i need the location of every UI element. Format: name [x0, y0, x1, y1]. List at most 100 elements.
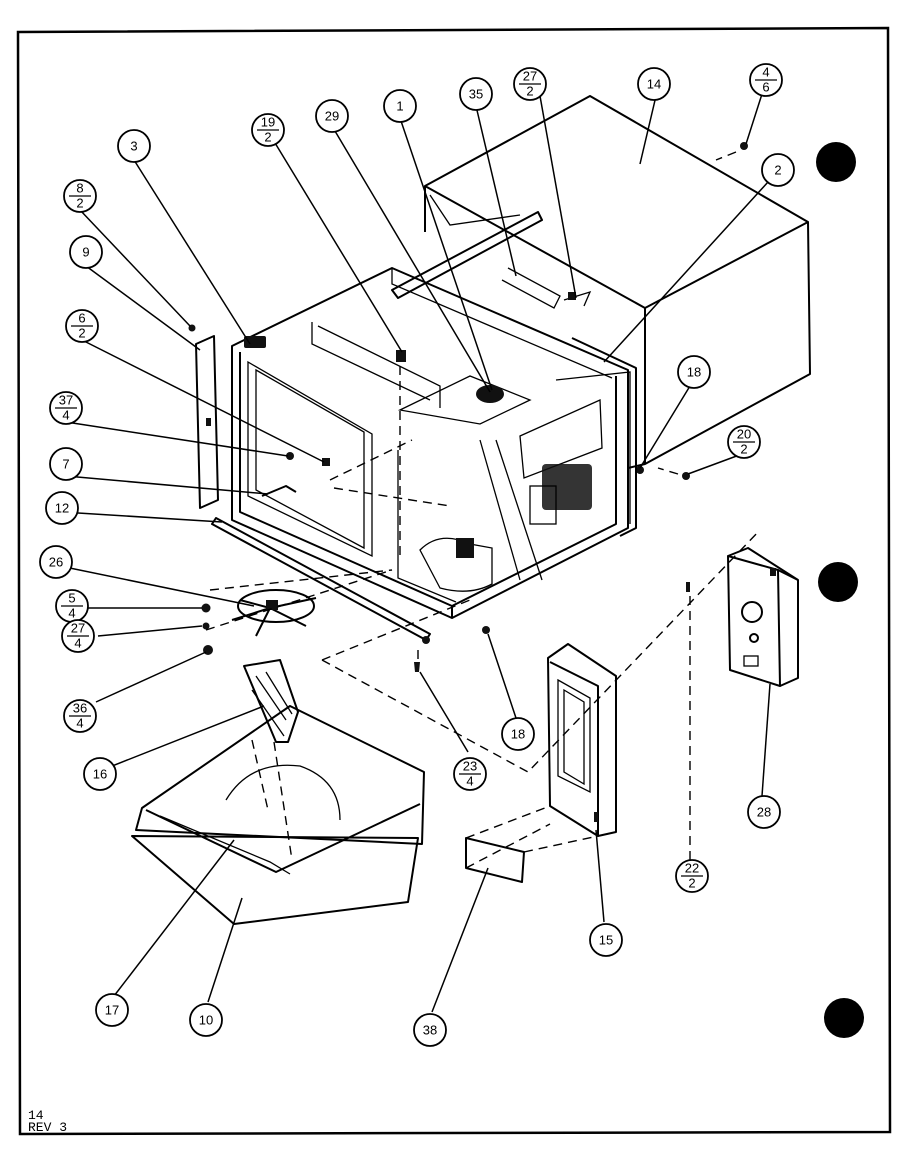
control-panel	[727, 547, 799, 687]
callout-number: 8	[76, 180, 83, 195]
screw-8-2	[188, 324, 196, 332]
callout-circle	[459, 77, 493, 111]
callout-18: 18	[677, 355, 711, 389]
fan-motor-core	[456, 538, 474, 558]
revision-label: REV 3	[28, 1120, 68, 1135]
callout-number: 29	[325, 108, 339, 123]
callout-1: 1	[383, 89, 417, 123]
callout-36-4: 364	[63, 699, 97, 733]
hinge-strip	[195, 335, 219, 509]
callout-27-4: 274	[61, 619, 95, 653]
callout-page-ref: 2	[688, 875, 695, 890]
callout-number: 5	[68, 590, 75, 605]
callout-page-ref: 2	[76, 195, 83, 210]
callout-number: 2	[774, 162, 781, 177]
callout-20-2: 202	[727, 425, 761, 459]
part-27-2	[568, 292, 576, 300]
callout-7: 7	[49, 447, 83, 481]
callout-number: 38	[423, 1022, 437, 1037]
callout-28: 28	[747, 795, 781, 829]
door-seal-2	[571, 337, 637, 537]
callout-14: 14	[637, 67, 671, 101]
callout-circle	[501, 717, 535, 751]
callout-number: 26	[49, 554, 63, 569]
callout-35: 35	[459, 77, 493, 111]
callout-number: 19	[261, 114, 275, 129]
callout-circle	[637, 67, 671, 101]
part-19-2	[396, 350, 406, 362]
callout-9: 9	[69, 235, 103, 269]
callout-circle	[95, 993, 129, 1027]
callout-page-ref: 4	[62, 407, 69, 422]
callout-12: 12	[45, 491, 79, 525]
callout-number: 14	[647, 76, 661, 91]
callout-number: 15	[599, 932, 613, 947]
callout-2: 2	[761, 153, 795, 187]
callout-number: 37	[59, 392, 73, 407]
binder-hole-bottom	[824, 998, 864, 1038]
door-panel	[547, 643, 617, 837]
callout-number: 16	[93, 766, 107, 781]
support-bracket	[243, 659, 299, 743]
screw-37-4	[286, 452, 294, 460]
callout-number: 23	[463, 758, 477, 773]
callout-29: 29	[315, 99, 349, 133]
callout-number: 7	[62, 456, 69, 471]
callout-circle	[83, 757, 117, 791]
magnetron	[476, 385, 504, 403]
callout-circle	[45, 491, 79, 525]
base-pan	[131, 705, 425, 925]
callout-number: 18	[511, 726, 525, 741]
callout-page-ref: 2	[78, 325, 85, 340]
callout-page-ref: 2	[740, 441, 747, 456]
callout-number: 28	[757, 804, 771, 819]
callout-number: 10	[199, 1012, 213, 1027]
callout-18: 18	[501, 717, 535, 751]
callout-number: 9	[82, 244, 89, 259]
callout-page-ref: 4	[76, 715, 83, 730]
oven-cavity	[231, 267, 631, 619]
hv-capacitor	[529, 485, 557, 525]
callout-number: 6	[78, 310, 85, 325]
callout-19-2: 192	[251, 113, 285, 147]
page-border	[16, 26, 892, 1136]
callout-circle	[49, 447, 83, 481]
callout-16: 16	[83, 757, 117, 791]
callout-circle	[747, 795, 781, 829]
callout-circle	[383, 89, 417, 123]
assembly-dashed-lines	[205, 151, 761, 869]
callout-circle	[589, 923, 623, 957]
callout-10: 10	[189, 1003, 223, 1037]
callout-number: 27	[71, 620, 85, 635]
fan-motor	[419, 537, 493, 592]
leader-lines	[59, 93, 771, 1013]
latch-bracket	[244, 336, 266, 348]
callout-8-2: 82	[63, 179, 97, 213]
callout-circle	[413, 1013, 447, 1047]
callout-27-2: 272	[513, 67, 547, 101]
callout-number: 3	[130, 138, 137, 153]
callout-number: 12	[55, 500, 69, 515]
screw-18-bottom	[482, 626, 490, 634]
callout-17: 17	[95, 993, 129, 1027]
callout-15: 15	[589, 923, 623, 957]
callout-number: 17	[105, 1002, 119, 1017]
callout-number: 1	[396, 98, 403, 113]
callout-5-4: 54	[55, 589, 89, 623]
page-footer: 14 REV 3	[28, 1109, 68, 1135]
callout-circle	[189, 1003, 223, 1037]
callout-37-4: 374	[49, 391, 83, 425]
callout-circle	[117, 129, 151, 163]
callout-22-2: 222	[675, 859, 709, 893]
callout-number: 4	[762, 64, 769, 79]
callout-circle	[315, 99, 349, 133]
callout-page-ref: 4	[74, 635, 81, 650]
binder-hole-middle	[818, 562, 858, 602]
callout-circle	[677, 355, 711, 389]
wire-7	[261, 485, 297, 497]
callout-number: 20	[737, 426, 751, 441]
clip-6-2	[322, 458, 330, 466]
binder-hole-top	[816, 142, 856, 182]
